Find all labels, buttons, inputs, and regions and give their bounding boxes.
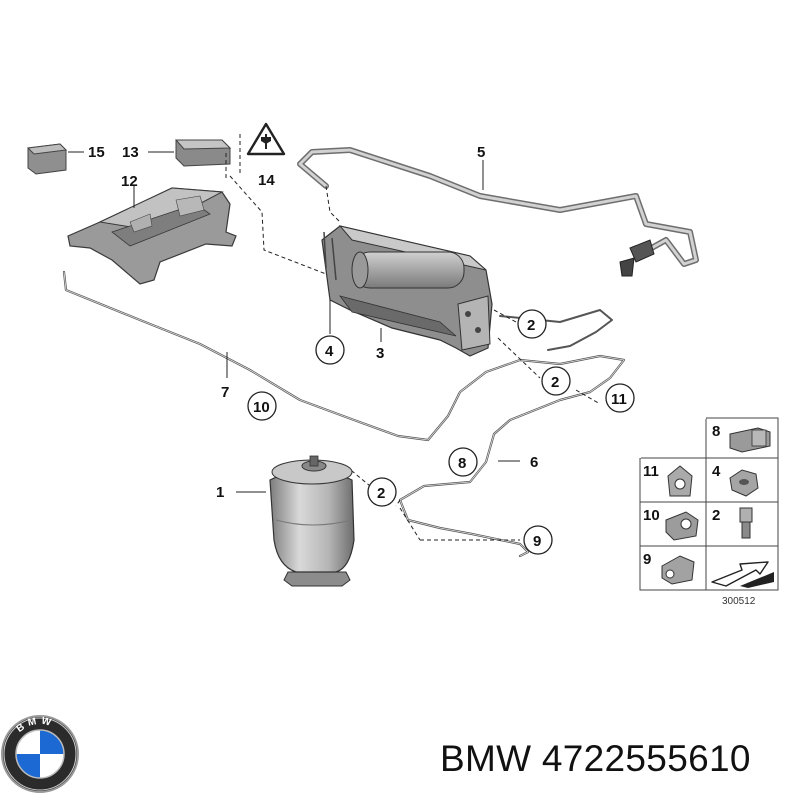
callout-15: 15 bbox=[88, 144, 105, 161]
legend-label-9: 9 bbox=[643, 551, 651, 568]
legend-label-10: 10 bbox=[643, 507, 660, 524]
svg-text:10: 10 bbox=[253, 399, 270, 416]
legend-label-4: 4 bbox=[712, 463, 721, 480]
bmw-logo: BMW bbox=[1, 715, 79, 793]
svg-text:2: 2 bbox=[527, 317, 535, 334]
warning-icon-part-14: 14 bbox=[239, 122, 286, 189]
control-unit-part-13: 13 bbox=[122, 139, 232, 167]
svg-text:4: 4 bbox=[325, 343, 334, 360]
clamp-10-icon bbox=[665, 511, 699, 541]
clip-11-icon bbox=[667, 465, 693, 497]
clip-9-icon bbox=[661, 555, 695, 585]
callout-12: 12 bbox=[121, 173, 138, 190]
svg-text:2: 2 bbox=[377, 485, 385, 502]
diagram-number: 300512 bbox=[722, 596, 756, 607]
svg-text:8: 8 bbox=[458, 455, 466, 472]
part-number: 4722555610 bbox=[541, 738, 751, 779]
callout-13: 13 bbox=[122, 144, 139, 161]
callout-2b: 2 bbox=[541, 366, 571, 396]
callout-2c: 2 bbox=[367, 477, 397, 507]
callout-2a: 2 bbox=[517, 309, 547, 339]
bracket-part-12: 12 bbox=[67, 150, 327, 285]
compressor-assembly-part-3: 3 bbox=[321, 225, 493, 362]
part-number-caption: BMW 4722555610 bbox=[440, 738, 795, 780]
callout-8: 8 bbox=[448, 447, 478, 477]
callout-6: 6 bbox=[530, 454, 538, 471]
callout-10: 10 bbox=[247, 391, 277, 421]
legend-label-11: 11 bbox=[643, 463, 659, 480]
nut-4-icon bbox=[729, 469, 759, 497]
air-spring-part-1: 1 bbox=[216, 455, 355, 587]
connector-8-icon bbox=[729, 427, 771, 453]
callout-3: 3 bbox=[376, 345, 384, 362]
callout-7: 7 bbox=[221, 384, 229, 401]
svg-text:9: 9 bbox=[533, 533, 541, 550]
callout-5: 5 bbox=[477, 144, 485, 161]
legend-label-8: 8 bbox=[712, 423, 720, 440]
fittings-legend: 8 11 4 10 2 9 bbox=[639, 417, 779, 607]
svg-text:2: 2 bbox=[551, 374, 559, 391]
direction-arrow-icon bbox=[711, 561, 774, 588]
callout-11: 11 bbox=[605, 383, 635, 413]
callout-4: 4 bbox=[315, 335, 345, 365]
fitting-2-icon bbox=[739, 507, 753, 539]
brand-name: BMW bbox=[440, 738, 532, 779]
leader-lines bbox=[345, 309, 601, 541]
legend-label-2: 2 bbox=[712, 507, 720, 524]
callout-14: 14 bbox=[258, 172, 275, 189]
callout-9: 9 bbox=[523, 525, 553, 555]
callout-1: 1 bbox=[216, 484, 224, 501]
svg-text:11: 11 bbox=[611, 391, 627, 408]
pressure-line-part-5: 5 bbox=[297, 144, 699, 277]
relay-part-15: 15 bbox=[26, 143, 105, 175]
